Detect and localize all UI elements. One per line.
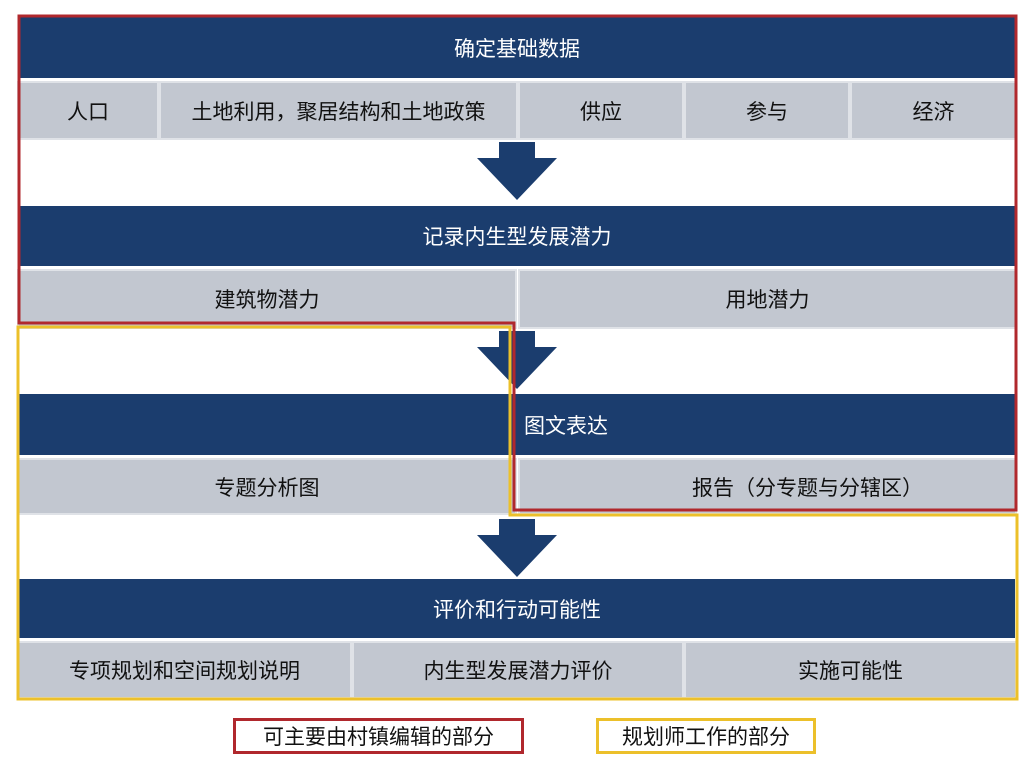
stage-1-item-supply: 供应 — [520, 83, 682, 138]
stage-4-header: 评价和行动可能性 — [19, 579, 1015, 638]
down-arrow-icon — [477, 142, 557, 200]
stage-1-item-population: 人口 — [19, 83, 157, 138]
down-arrow-icon — [477, 331, 557, 389]
stage-3-item-thematic-maps: 专题分析图 — [19, 460, 515, 513]
legend-village-editable: 可主要由村镇编辑的部分 — [233, 718, 524, 754]
down-arrow-icon — [477, 519, 557, 577]
stage-4-item-feasibility: 实施可能性 — [686, 643, 1015, 697]
stage-2-item-land-potential: 用地潜力 — [520, 271, 1015, 327]
stage-3-item-report: 报告（分专题与分辖区） — [520, 460, 1015, 513]
stage-4-item-special-planning: 专项规划和空间规划说明 — [19, 643, 350, 697]
stage-2-header: 记录内生型发展潜力 — [19, 206, 1015, 266]
village-editable-outline — [17, 14, 1018, 512]
stage-1-header: 确定基础数据 — [19, 17, 1015, 78]
stage-1-item-land-use: 土地利用，聚居结构和土地政策 — [161, 83, 516, 138]
stage-2-item-building-potential: 建筑物潜力 — [19, 271, 515, 327]
stage-3-header: 图文表达 — [19, 394, 1015, 455]
stage-1-item-economy: 经济 — [852, 83, 1015, 138]
planner-work-outline — [16, 325, 1019, 701]
stage-4-item-potential-evaluation: 内生型发展潜力评价 — [354, 643, 682, 697]
stage-1-item-participation: 参与 — [686, 83, 848, 138]
legend-planner-work: 规划师工作的部分 — [596, 718, 816, 754]
